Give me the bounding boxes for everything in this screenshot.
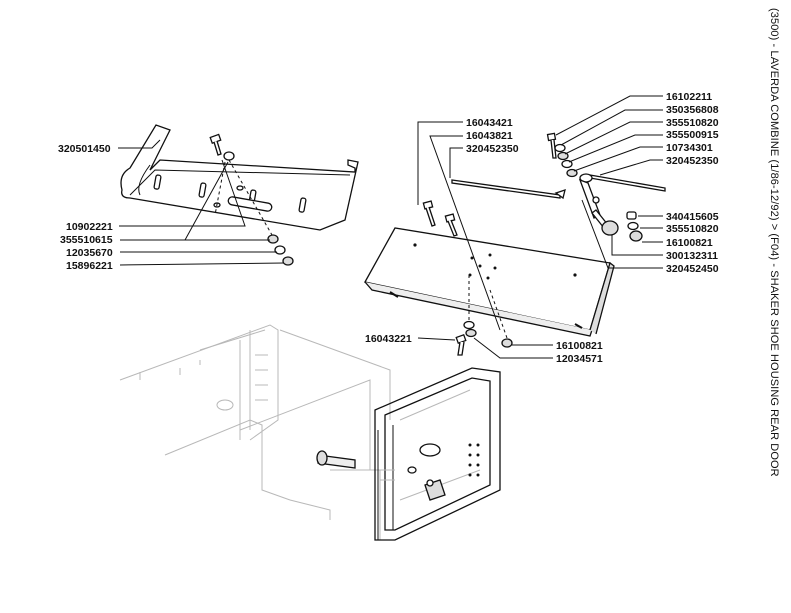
label-340415605: 340415605 xyxy=(666,211,719,223)
rear-door-plate-320452450 xyxy=(364,227,615,337)
label-355500915: 355500915 xyxy=(666,129,719,141)
label-16043421: 16043421 xyxy=(466,117,513,129)
linkage-hardware xyxy=(546,132,643,242)
label-16043221: 16043221 xyxy=(365,333,412,345)
diagram-title: (3500) - LAVERDA COMBINE (1/86-12/92) > … xyxy=(762,8,784,608)
label-16100821-right: 16100821 xyxy=(666,237,713,249)
label-300132311: 300132311 xyxy=(666,250,718,262)
label-320452450: 320452450 xyxy=(666,263,719,275)
label-355510820-top: 355510820 xyxy=(666,117,719,129)
rod-320452350-right xyxy=(589,174,666,192)
part-labels: 320501450 10902221 355510615 12035670 15… xyxy=(58,91,719,365)
label-16102211: 16102211 xyxy=(666,91,712,103)
label-320501450: 320501450 xyxy=(58,143,111,155)
label-355510615: 355510615 xyxy=(60,234,113,246)
upper-left-hardware xyxy=(209,133,294,266)
label-10902221: 10902221 xyxy=(66,221,113,233)
label-350356808: 350356808 xyxy=(666,104,719,116)
label-320452350-right: 320452350 xyxy=(666,155,719,167)
label-15896221: 15896221 xyxy=(66,260,113,272)
center-bolts xyxy=(422,200,458,237)
label-16100821-bottom: 16100821 xyxy=(556,340,603,352)
shaker-shoe-housing xyxy=(119,324,501,541)
label-10734301: 10734301 xyxy=(666,142,713,154)
label-12034571: 12034571 xyxy=(556,353,603,365)
diagram-title-text: (3500) - LAVERDA COMBINE (1/86-12/92) > … xyxy=(768,8,780,477)
leader-lines xyxy=(118,95,663,359)
label-16043821: 16043821 xyxy=(466,130,513,142)
label-355510820-bottom: 355510820 xyxy=(666,223,719,235)
label-320452350-left: 320452350 xyxy=(466,143,519,155)
bottom-hardware xyxy=(455,275,513,356)
label-12035670: 12035670 xyxy=(66,247,113,259)
rod-320452350-left xyxy=(451,179,566,200)
